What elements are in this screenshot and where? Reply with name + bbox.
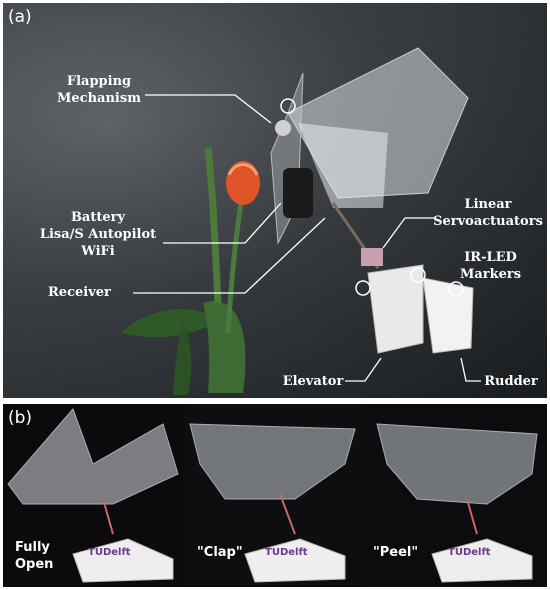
label-clap: "Clap" (197, 545, 243, 560)
tulip-stem (225, 202, 244, 334)
tudelft-logo: TUDelft (88, 547, 131, 558)
panel-a-letter: (a) (8, 7, 32, 27)
tulip-highlight (227, 163, 259, 176)
tail-boom (102, 498, 114, 535)
ir-marker-1 (355, 280, 371, 296)
leader-servo (382, 217, 436, 249)
wing-peel (376, 423, 538, 505)
label-linear-servoactuators: Linear Servoactuators (433, 196, 543, 230)
label-line: Servoactuators (433, 214, 543, 229)
label-peel: "Peel" (373, 545, 419, 560)
sub-photo-fully-open (7, 408, 179, 583)
sub-photo-clap (189, 423, 356, 583)
panel-a-photo (3, 3, 547, 398)
servo-block (361, 248, 383, 266)
ir-marker-3 (448, 281, 464, 297)
label-line: Battery (70, 210, 126, 225)
label-receiver: Receiver (48, 285, 111, 300)
flapping-marker (280, 98, 296, 114)
label-ir-led-markers: IR-LED Markers (453, 249, 528, 283)
sub-fully-open (3, 404, 183, 587)
label-line: Markers (459, 267, 522, 282)
sub-peel (367, 404, 547, 587)
tail-boom (466, 498, 478, 535)
tail-body (431, 538, 533, 583)
panel-b-letter: (b) (8, 408, 33, 428)
leader-receiver (133, 217, 326, 294)
label-battery: Battery Lisa/S Autopilot WiFi (33, 209, 163, 260)
leader-flapping (145, 94, 272, 124)
label-line: Mechanism (57, 91, 141, 106)
tudelft-logo: TUDelft (448, 547, 491, 558)
wing-clap (189, 423, 356, 500)
label-flapping-mechanism: Flapping Mechanism (51, 73, 147, 107)
wing-lower (298, 123, 388, 208)
leaf-stalk (204, 147, 222, 304)
leader-rudder (460, 357, 481, 382)
tail-body (72, 538, 174, 583)
panel-a: (a) Flapping Mechanism Battery Lisa/S Au… (3, 3, 547, 398)
label-fully-open: Fully Open (15, 539, 53, 573)
rudder-surface (422, 277, 474, 354)
sub-photo-peel (376, 423, 538, 583)
label-line: WiFi (81, 244, 115, 259)
leader-battery (163, 202, 282, 244)
leaf-left (121, 309, 218, 338)
tail-boom (279, 493, 296, 535)
label-line: Linear (464, 197, 512, 212)
panel-b: (b) Fully Open "Clap" "Peel" TUDelft TUD… (3, 404, 547, 587)
tail-body (244, 538, 346, 583)
leader-elevator (345, 357, 382, 382)
wing-open (7, 408, 179, 505)
ir-marker-2 (410, 267, 426, 283)
label-line: IR-LED (464, 250, 517, 265)
tulip-flower (226, 161, 260, 205)
flapping-mechanism (275, 120, 291, 136)
tudelft-logo: TUDelft (265, 547, 308, 558)
label-rudder: Rudder (484, 374, 538, 389)
label-line: Open (15, 557, 54, 572)
label-line: Lisa/S Autopilot (39, 227, 157, 242)
leaf-mid (173, 323, 192, 395)
label-elevator: Elevator (282, 374, 344, 389)
robot-body (283, 168, 313, 218)
leaf-right (203, 301, 246, 393)
elevator-surface (367, 264, 424, 354)
label-line: Flapping (66, 74, 132, 89)
label-line: Fully (15, 540, 50, 555)
sub-clap (185, 404, 365, 587)
